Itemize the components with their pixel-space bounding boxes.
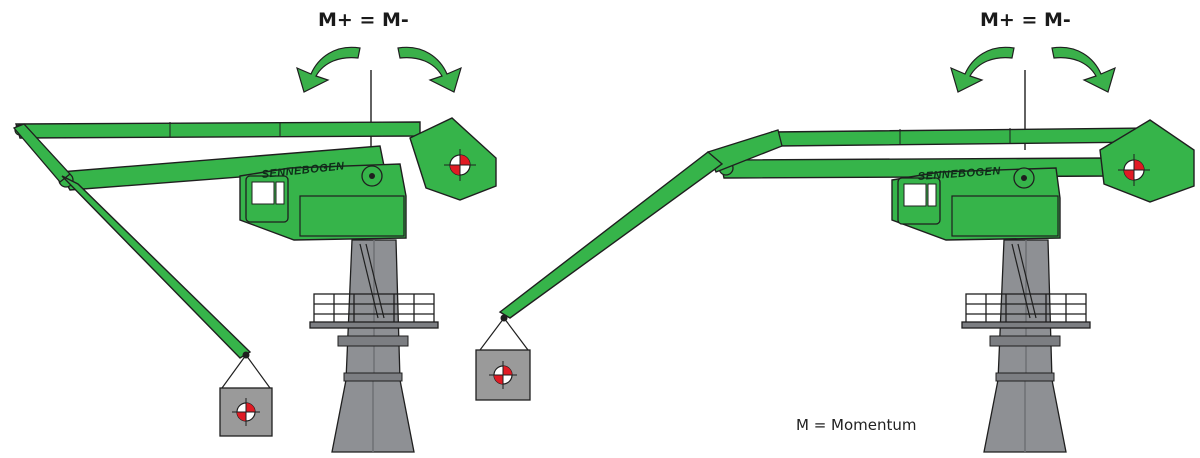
right-moment-arrow-cw [1051, 46, 1116, 93]
left-upper-boom [14, 121, 421, 139]
left-crane: M+ = M- [12, 9, 497, 453]
left-strut [12, 123, 71, 183]
left-hanging-load [219, 354, 273, 437]
right-counterweight [1099, 119, 1195, 203]
left-counterweight [409, 117, 497, 201]
right-stick [498, 151, 724, 319]
left-moment-arrow-ccw [296, 46, 361, 93]
left-operator-cab [245, 175, 289, 223]
left-stick [61, 175, 252, 359]
left-equation: M+ = M- [318, 9, 409, 31]
right-crane: M+ = M- [475, 9, 1195, 453]
left-service-platform [309, 293, 439, 329]
right-pedestal-column [983, 239, 1067, 453]
left-pedestal-column [331, 239, 415, 453]
momentum-legend: M = Momentum [796, 416, 917, 434]
left-moment-arrow-cw [397, 46, 462, 93]
right-upper-boom [771, 127, 1151, 147]
right-service-platform [961, 293, 1091, 329]
right-hanging-load [475, 317, 531, 401]
right-moment-arrow-ccw [950, 46, 1015, 93]
right-operator-cab [897, 177, 941, 225]
right-brand-logo: SENNEBOGEN [917, 165, 1001, 183]
right-equation: M+ = M- [980, 9, 1071, 31]
